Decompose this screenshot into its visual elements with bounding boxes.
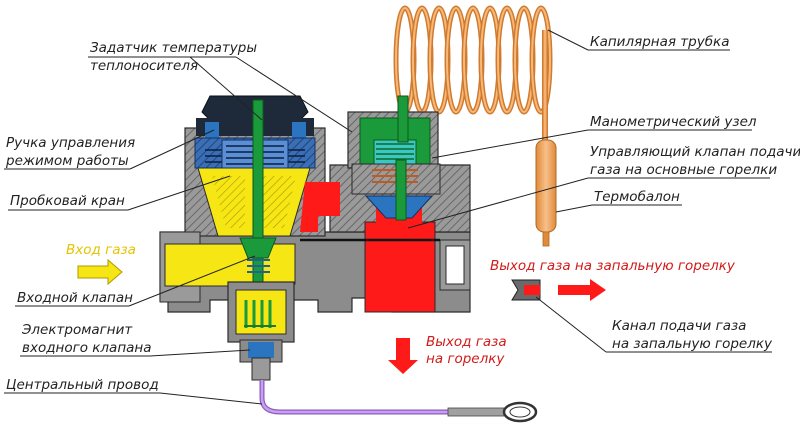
red-right-arrow-icon xyxy=(558,279,606,301)
label-control-valve-line2: газа на основные горелки xyxy=(590,162,777,178)
electromagnet xyxy=(227,281,295,381)
capillary-coil xyxy=(393,5,553,122)
label-control-valve-line1: Управляющий клапан подачи xyxy=(590,144,800,160)
label-pilot-channel-line1: Канал подачи газа xyxy=(612,318,746,334)
thermobulb-icon xyxy=(535,139,557,247)
yellow-right-arrow-icon xyxy=(77,258,123,286)
valve-stem xyxy=(239,99,277,301)
label-knob-line2: режимом работы xyxy=(5,153,129,169)
label-thermobulb: Термобалон xyxy=(594,189,680,205)
label-setpoint-line1: Задатчик температуры xyxy=(90,40,257,56)
label-plug-valve: Пробковай кран xyxy=(10,193,125,209)
label-inlet-valve: Входной клапан xyxy=(17,290,133,306)
red-down-arrow-icon xyxy=(388,338,418,374)
label-gas-inlet: Вход газа xyxy=(66,242,136,258)
label-knob-line1: Ручка управления xyxy=(6,135,135,151)
label-burner-outlet-line2: на горелку xyxy=(426,351,505,367)
label-electromagnet-line1: Электромагнит xyxy=(21,322,133,338)
label-capillary: Капилярная трубка xyxy=(590,34,729,50)
label-manometric: Манометрический узел xyxy=(590,114,757,130)
label-setpoint-line2: теплоносителя xyxy=(90,58,198,74)
label-electromagnet-line2: входного клапана xyxy=(22,340,152,356)
label-central-wire: Центральный провод xyxy=(6,377,159,393)
label-pilot-outlet: Выход газа на запальную горелку xyxy=(490,258,736,274)
pilot-channel-fitting xyxy=(511,279,541,301)
mode-knob xyxy=(196,95,314,140)
leader-lines xyxy=(4,29,772,405)
label-pilot-channel-line2: на запальную горелку xyxy=(612,336,773,352)
label-burner-outlet-line1: Выход газа xyxy=(426,334,507,350)
manometric-unit xyxy=(351,95,441,221)
capillary-loop-highlight xyxy=(531,7,551,113)
central-wire xyxy=(259,380,538,423)
